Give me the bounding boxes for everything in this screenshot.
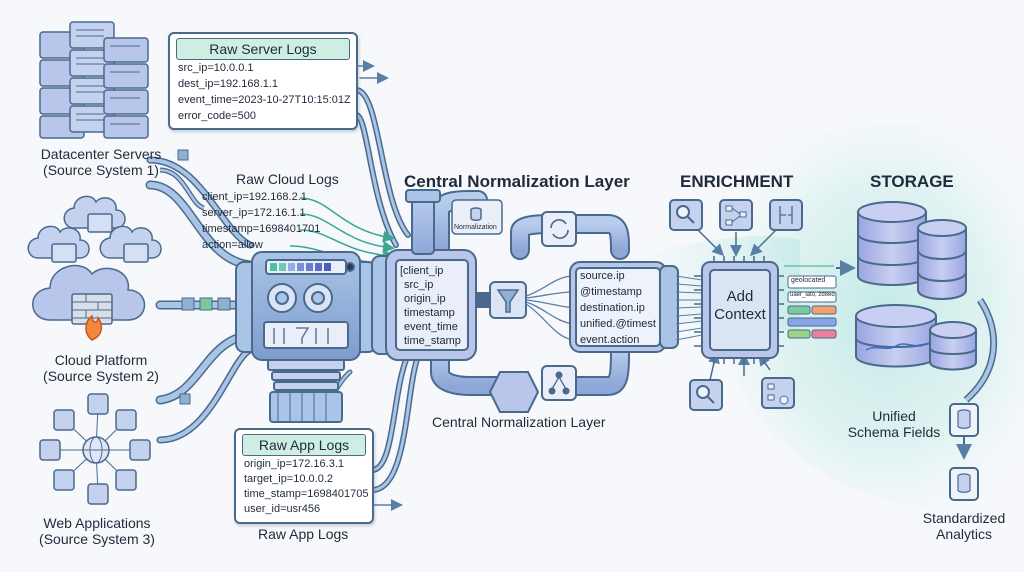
unified-schema-line-1: Unified [872, 408, 916, 424]
web-applications-label: Web Applications (Source System 3) [22, 515, 172, 547]
tag-stack [787, 275, 837, 339]
output-field-2: @timestamp [580, 286, 642, 298]
raw-server-logs-title: Raw Server Logs [176, 38, 350, 60]
enrich-to-storage-arrow [784, 260, 856, 276]
raw-app-logs-title: Raw App Logs [242, 434, 366, 456]
tag-user-agent: uaer_iato, zd8ed [790, 292, 835, 298]
normalization-badge [451, 199, 503, 235]
context-chip [694, 256, 784, 364]
cloud-log-line-4: action=allow [202, 239, 263, 251]
web-applications-sub: (Source System 3) [39, 531, 155, 547]
refresh-cycle-icon [541, 211, 577, 247]
cloud-log-line-2: server_ip=172.16.1.1 [202, 207, 306, 219]
input-field-6: time_stamp [404, 335, 461, 347]
storage-connector [956, 298, 998, 460]
app-log-line-1: origin_ip=172.16.3.1 [244, 458, 344, 470]
split-merge-icon [769, 199, 803, 231]
data-packets [177, 149, 231, 405]
raw-app-logs-panel: Raw App Logs origin_ip=172.16.3.1 target… [234, 428, 374, 524]
add-context-label: Add Context [710, 288, 770, 324]
cloud-platform-icon [27, 195, 162, 341]
output-to-enrichment-lines [675, 275, 703, 341]
input-field-4: timestamp [404, 307, 455, 319]
unified-schema-label: Unified Schema Fields [846, 408, 942, 440]
branch-icon [541, 365, 577, 401]
settings-tree-icon [761, 377, 795, 409]
output-field-5: event.action [580, 334, 640, 346]
input-field-5: event_time [404, 321, 458, 333]
database-stack-top [857, 201, 967, 300]
search-icon [669, 199, 703, 231]
standardized-analytics-label: Standardized Analytics [914, 510, 1014, 542]
add-context-line-2: Context [714, 306, 766, 323]
fan-out-lines [525, 275, 575, 341]
normalization-badge-label: Normalization [454, 224, 497, 231]
web-applications-icon [39, 393, 151, 505]
enrichment-title: ENRICHMENT [680, 172, 794, 191]
intake-machine [235, 251, 377, 423]
output-housing [569, 261, 679, 353]
web-applications-name: Web Applications [43, 515, 151, 531]
cloud-platform-sub: (Source System 2) [43, 368, 159, 384]
analytics-database-icon [949, 467, 979, 501]
input-field-2: src_ip [404, 279, 434, 291]
cloud-platform-name: Cloud Platform [54, 352, 148, 368]
unified-schema-icon [949, 403, 979, 437]
datacenter-servers-name: Datacenter Servers [40, 146, 162, 162]
datacenter-servers-icon [39, 21, 149, 139]
server-log-line-1: src_ip=10.0.0.1 [178, 62, 254, 74]
normalization-title-bottom: Central Normalization Layer [432, 414, 606, 430]
datacenter-servers-label: Datacenter Servers (Source System 1) [26, 146, 176, 178]
add-context-line-1: Add [726, 288, 754, 305]
output-field-3: destination.ip [580, 302, 645, 314]
merge-tank [488, 371, 540, 413]
database-stack-bottom [855, 304, 977, 371]
normalization-input-housing [371, 189, 477, 361]
input-field-3: origin_ip [404, 293, 446, 305]
app-log-line-3: time_stamp=1698401705 [244, 488, 369, 500]
raw-cloud-logs-title: Raw Cloud Logs [236, 171, 339, 187]
raw-server-logs-panel: Raw Server Logs src_ip=10.0.0.1 dest_ip=… [168, 32, 358, 130]
storage-title: STORAGE [870, 172, 954, 191]
server-log-line-4: error_code=500 [178, 110, 256, 122]
app-log-line-4: user_id=usr456 [244, 503, 321, 515]
output-field-4: unified.@timest [580, 318, 656, 330]
server-log-line-3: event_time=2023-10-27T10:15:01Z [178, 94, 351, 106]
datacenter-servers-sub: (Source System 1) [43, 162, 159, 178]
unified-schema-line-2: Schema Fields [847, 424, 941, 440]
cloud-log-line-3: timestamp=1698401701 [202, 223, 321, 235]
standardized-analytics-line-2: Analytics [935, 526, 993, 542]
standardized-analytics-line-1: Standardized [922, 510, 1006, 526]
normalization-title-top: Central Normalization Layer [404, 172, 630, 191]
funnel-filter-icon [489, 281, 527, 319]
app-log-line-2: target_ip=10.0.0.2 [244, 473, 333, 485]
server-log-line-2: dest_ip=192.168.1.1 [178, 78, 279, 90]
input-field-1: [client_ip [400, 265, 444, 277]
bottom-search-icon [689, 379, 723, 411]
raw-app-logs-caption: Raw App Logs [258, 526, 349, 542]
cloud-platform-label: Cloud Platform (Source System 2) [26, 352, 176, 384]
cloud-log-line-1: client_ip=192.168.2.1 [202, 191, 307, 203]
tag-geolocated: geolocated [791, 277, 826, 284]
app-log-connectors [317, 349, 423, 511]
output-field-1: source.ip [580, 270, 625, 282]
flowchart-icon [719, 199, 753, 231]
